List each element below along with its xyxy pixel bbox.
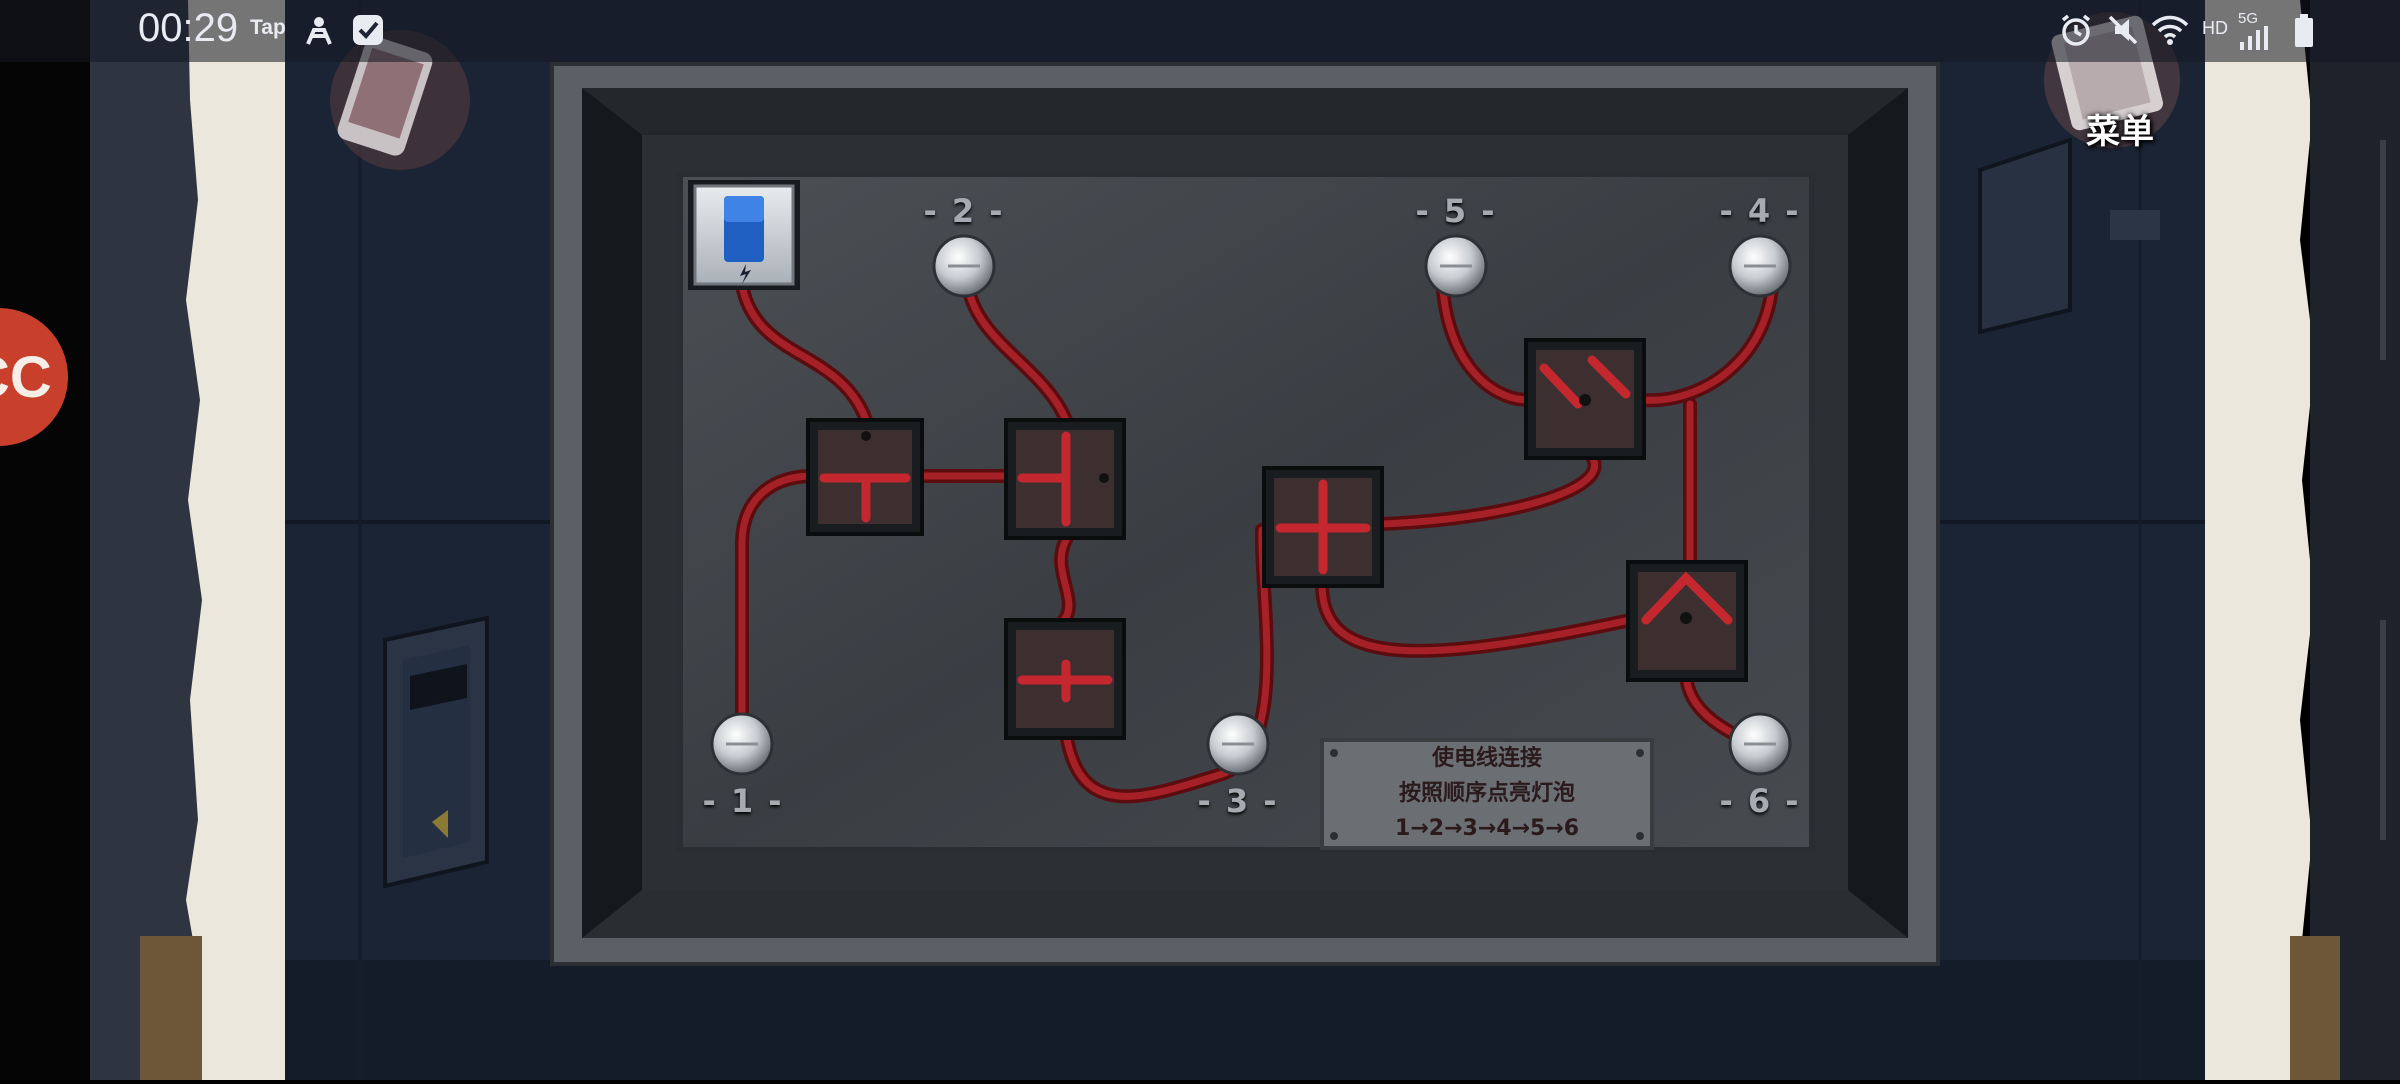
instruction-text: 使电线连接 按照顺序点亮灯泡 1→2→3→4→5→6 [1324, 741, 1650, 847]
junction-box-4[interactable] [1262, 466, 1384, 588]
bulb-2[interactable] [932, 234, 996, 298]
bulb-5[interactable] [1424, 234, 1488, 298]
instruction-plate [1320, 738, 1654, 850]
junction-box-6[interactable] [1626, 560, 1748, 682]
status-time: 00:29 [138, 6, 239, 50]
bulb-3-label: - 3 - [1197, 782, 1279, 820]
check-badge-icon [353, 15, 383, 45]
bulb-1-label: - 1 - [702, 782, 784, 820]
mute-icon [2108, 15, 2138, 45]
bulb-1[interactable] [710, 712, 774, 776]
tap-app-label: Tap [250, 16, 286, 39]
person-icon [306, 17, 332, 45]
menu-button[interactable]: 菜单 [2086, 112, 2154, 152]
junction-box-1[interactable] [806, 418, 924, 536]
bulb-6[interactable] [1728, 712, 1792, 776]
bulb-6-label: - 6 - [1719, 782, 1801, 820]
junction-box-5[interactable] [1524, 338, 1646, 460]
wall-electric-box [383, 615, 489, 889]
bulb-5-label: - 5 - [1415, 192, 1497, 230]
bulb-4-label: - 4 - [1719, 192, 1801, 230]
power-switch[interactable] [688, 180, 800, 290]
hd-label: HD [2202, 18, 2228, 38]
wall-panel-right [1978, 137, 2160, 335]
instruction-line-1: 使电线连接 [1431, 746, 1542, 771]
alarm-icon [2061, 14, 2091, 46]
battery-icon [2295, 14, 2313, 47]
network-type-label: 5G [2238, 10, 2259, 27]
status-bar: 00:29 Tap HD 5G [0, 0, 2400, 62]
instruction-line-3: 1→2→3→4→5→6 [1394, 816, 1579, 841]
wifi-icon [2151, 15, 2189, 45]
wires [735, 261, 1780, 804]
junction-box-3[interactable] [1004, 618, 1126, 740]
bulb-4[interactable] [1728, 234, 1792, 298]
phone-icon[interactable] [330, 30, 470, 170]
bulb-2-label: - 2 - [923, 192, 1005, 230]
bulb-3[interactable] [1206, 712, 1270, 776]
cc-logo[interactable]: CC [0, 308, 68, 446]
instruction-line-2: 按照顺序点亮灯泡 [1398, 781, 1575, 806]
junction-box-2[interactable] [1004, 418, 1126, 540]
signal-icon [2240, 26, 2268, 50]
